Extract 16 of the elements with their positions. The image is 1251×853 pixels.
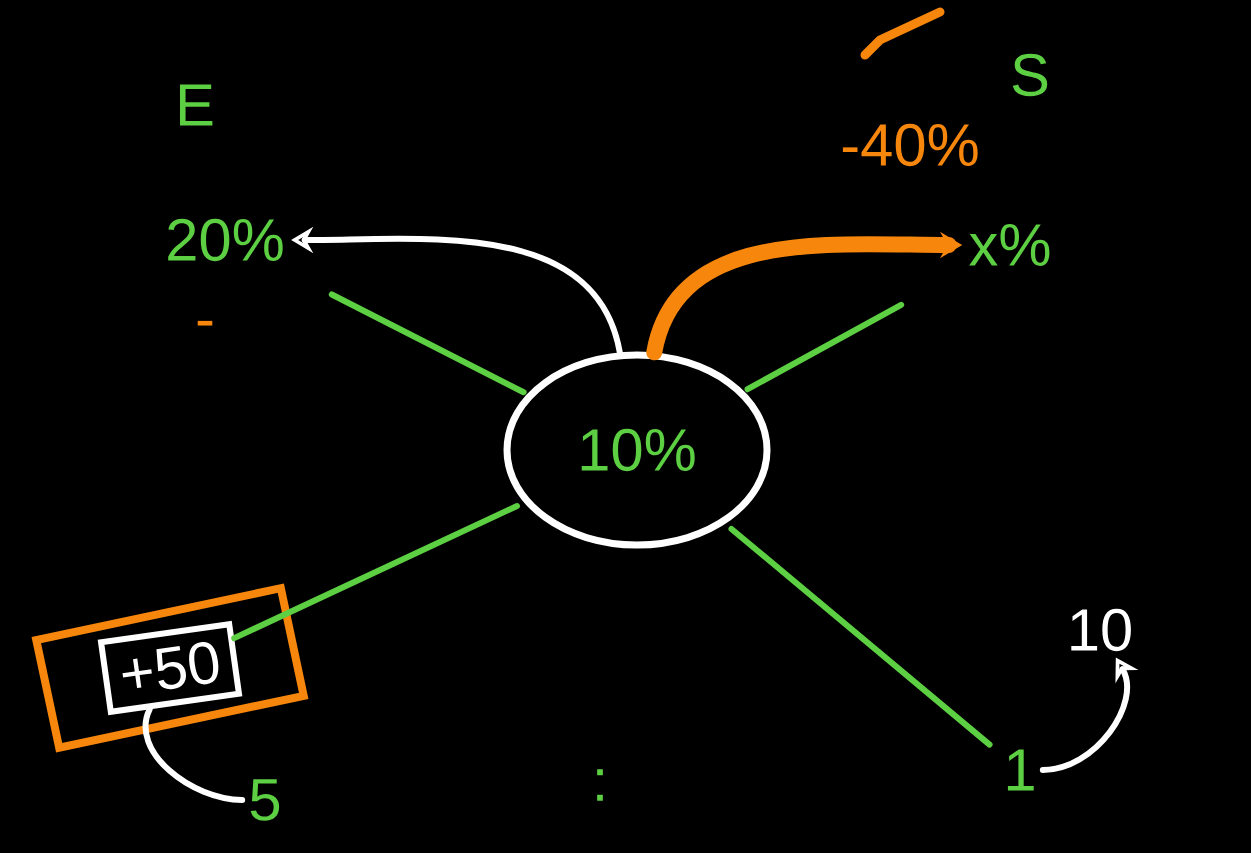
line	[728, 525, 993, 748]
line	[744, 301, 905, 393]
value-text: 20%	[168, 218, 283, 262]
label-text: E	[180, 84, 213, 126]
label-text: :	[597, 769, 603, 801]
value-text: x%	[969, 224, 1050, 266]
line	[231, 503, 520, 642]
label-text: -	[197, 320, 213, 326]
value-text: 1	[1007, 749, 1034, 791]
value-text: 5	[250, 779, 280, 821]
value-text: 10	[1071, 608, 1131, 652]
circle-node: 10%	[503, 351, 771, 549]
bracket-line	[142, 706, 246, 803]
line	[328, 291, 527, 396]
label-text: -40%	[842, 123, 978, 167]
label-text: S	[1012, 53, 1048, 97]
